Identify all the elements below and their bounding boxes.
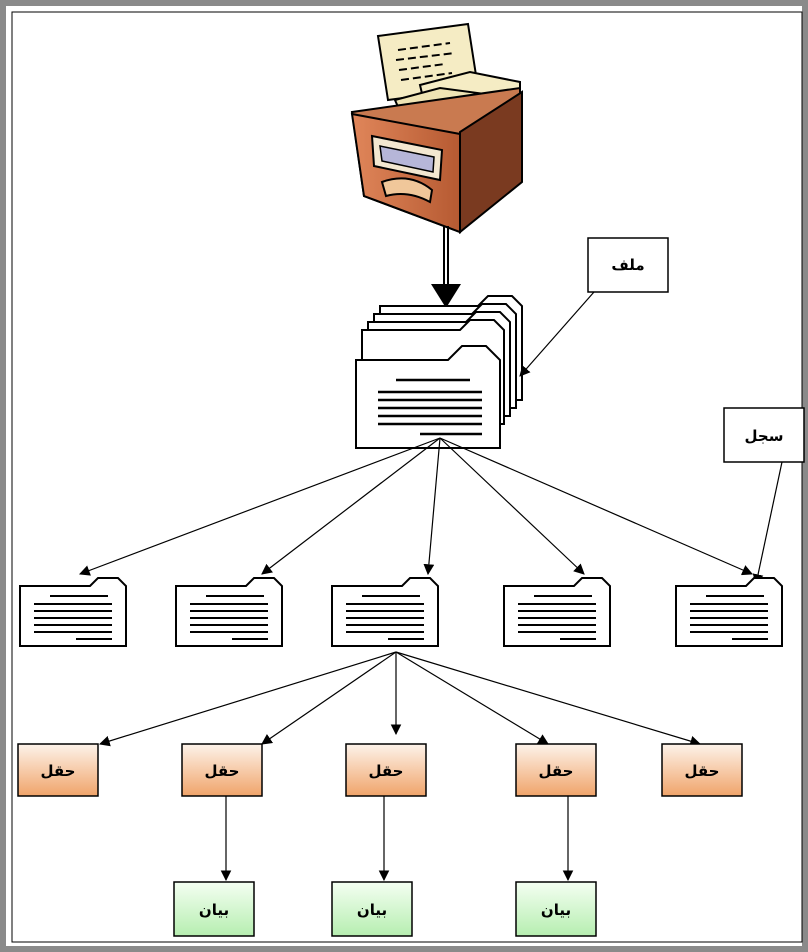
field-box: حقل <box>515 743 597 797</box>
record-label-box: سجل <box>723 407 805 586</box>
record-document-icon <box>19 577 127 647</box>
field-box: حقل <box>181 743 263 797</box>
field-label: حقل <box>685 762 720 780</box>
data-label: بيان <box>541 901 571 919</box>
field-to-data-arrows <box>220 796 574 882</box>
field-box: حقل <box>345 743 427 797</box>
record-document-icon <box>175 577 283 647</box>
record-to-field-arrows <box>98 651 702 747</box>
records-row <box>19 577 783 647</box>
data-box: بيان <box>331 881 413 937</box>
field-box: حقل <box>17 743 99 797</box>
fields-row: حقل حقل حقل حقل حقل <box>17 743 743 797</box>
field-label: حقل <box>41 762 76 780</box>
inner-frame <box>11 11 803 943</box>
cabinet-to-file-arrow <box>431 226 461 308</box>
data-row: بيان بيان بيان <box>173 881 597 937</box>
field-box: حقل <box>661 743 743 797</box>
file-label: ملف <box>611 256 644 274</box>
field-label: حقل <box>369 762 404 780</box>
field-label: حقل <box>205 762 240 780</box>
data-box: بيان <box>173 881 255 937</box>
record-document-icon <box>503 577 611 647</box>
file-label-box: ملف <box>519 237 669 377</box>
file-folder-stack-icon <box>355 295 523 449</box>
record-label: سجل <box>745 427 784 445</box>
data-label: بيان <box>357 901 387 919</box>
data-box: بيان <box>515 881 597 937</box>
record-document-icon <box>331 577 439 647</box>
data-label: بيان <box>199 901 229 919</box>
file-to-record-arrows <box>78 437 753 576</box>
field-label: حقل <box>539 762 574 780</box>
card-file-cabinet-icon <box>350 22 523 235</box>
record-document-icon <box>675 577 783 647</box>
